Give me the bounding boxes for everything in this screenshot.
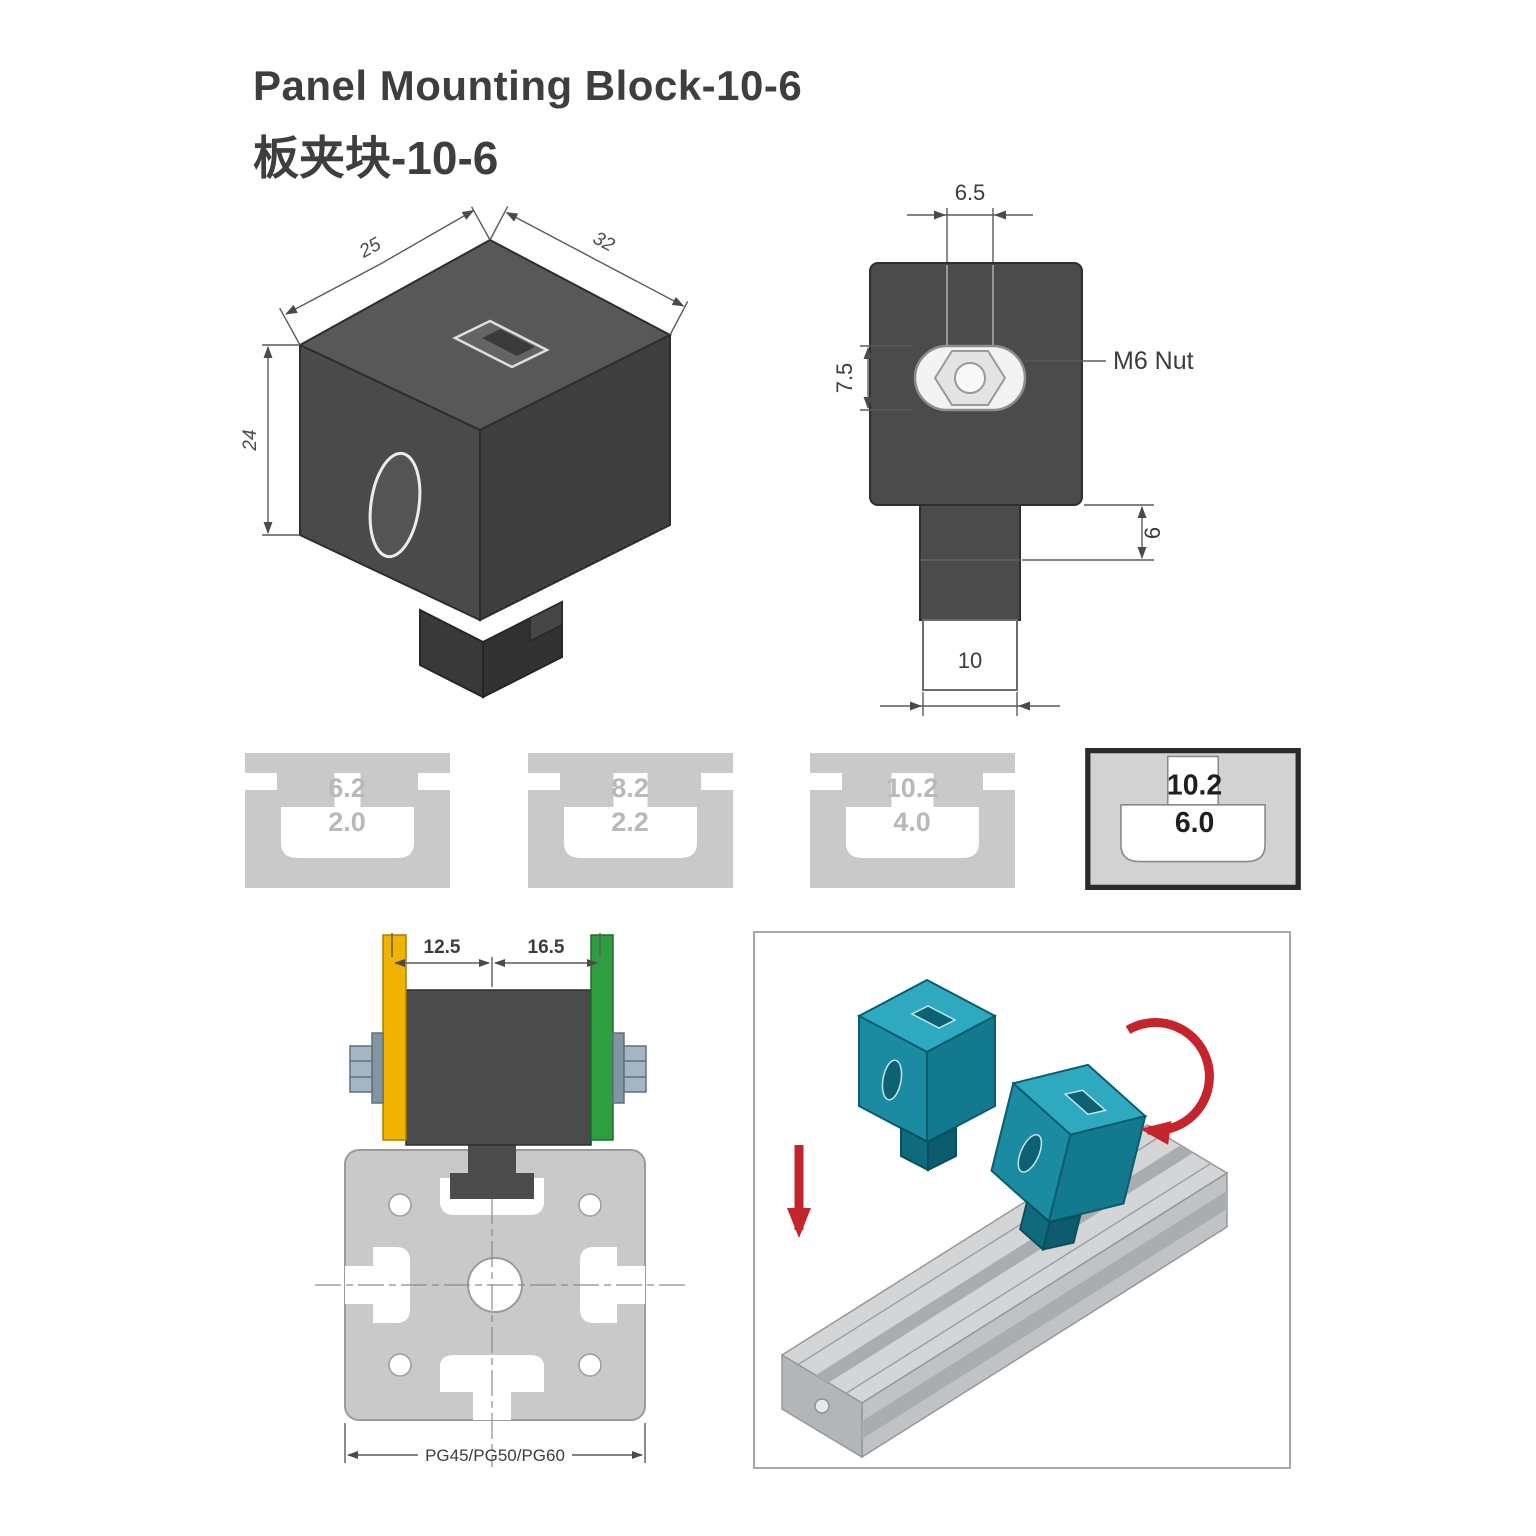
front-dim-step: 6 — [1140, 527, 1165, 539]
section-view: 12.5 16.5 PG45/PG50/PG60 — [315, 933, 685, 1467]
slot-size-tile-1: 6.2 2.0 — [245, 753, 450, 893]
section-dimension-lines — [344, 933, 646, 1463]
m6-nut — [913, 344, 1027, 412]
centerlines — [315, 1155, 685, 1467]
tongue-section — [922, 619, 1018, 691]
page-title: Panel Mounting Block-10-6 — [253, 62, 803, 109]
tile-slot-opening — [1166, 755, 1220, 806]
fastener-right — [612, 1032, 647, 1104]
tile-slot-opening — [891, 773, 934, 809]
front-dim-nut-height: 7.5 — [832, 363, 857, 394]
tenon-left-face — [419, 608, 484, 699]
fastener-left — [349, 1032, 384, 1104]
tile-slot-cavity — [846, 807, 979, 858]
block-tenon-section — [450, 1145, 534, 1199]
tile-notch-right — [418, 773, 450, 790]
tile-slot-cavity — [564, 807, 697, 858]
tile-slot-depth-label: 2.2 — [611, 807, 649, 837]
front-dimension-lines — [860, 208, 1154, 716]
tile-slot-opening — [334, 773, 361, 809]
panel-yellow — [382, 934, 407, 1141]
block-body-section — [405, 989, 592, 1146]
tile-slot-cavity — [281, 807, 414, 858]
profile-series-label: PG45/PG50/PG60 — [425, 1446, 565, 1465]
isometric-view: 25 32 24 — [240, 206, 689, 699]
iso-dim-depth-label: 32 — [589, 228, 618, 257]
block-stem-front — [919, 504, 1021, 621]
tile-notch-right — [983, 773, 1015, 790]
rotate-arrow — [1125, 1018, 1214, 1145]
tile-slot-depth-label: 6.0 — [1175, 807, 1214, 839]
slot-size-tile-2: 8.2 2.2 — [528, 753, 733, 893]
nut-label: M6 Nut — [1113, 347, 1194, 375]
tile-slot-width-label: 8.2 — [611, 773, 649, 803]
tenon-step — [529, 600, 563, 643]
side-slot-opening — [368, 451, 422, 559]
tile-notch-right — [701, 773, 733, 790]
iso-dim-width-label: 25 — [355, 234, 385, 263]
slot-size-tile-4-selected: 10.2 6.0 — [1085, 748, 1301, 895]
installation-illustration — [753, 931, 1291, 1469]
front-view: 6.5 7.5 M6 Nut 6 10 — [832, 180, 1194, 716]
tile-slot-cavity — [1120, 804, 1266, 863]
section-dim-right: 16.5 — [528, 937, 565, 958]
tile-slot-depth-label: 2.0 — [328, 807, 366, 837]
front-dim-tongue-width: 10 — [958, 648, 982, 673]
section-dim-left: 12.5 — [424, 937, 461, 958]
slot-size-tile-3: 10.2 4.0 — [810, 753, 1015, 893]
tile-notch-left — [810, 773, 842, 790]
tile-slot-width-label: 10.2 — [1167, 769, 1222, 801]
block-right-face — [479, 333, 671, 622]
top-slot-hole — [482, 329, 535, 356]
front-dim-slot-width: 6.5 — [955, 180, 986, 205]
page-title-chinese: 板夹块-10-6 — [253, 132, 499, 184]
tile-notch-left — [245, 773, 277, 790]
tile-slot-width-label: 10.2 — [886, 773, 939, 803]
panel-green — [590, 934, 614, 1141]
tile-slot-depth-label: 4.0 — [893, 807, 931, 837]
iso-dim-height-label: 24 — [240, 429, 261, 451]
profile-end-bore — [814, 1398, 830, 1414]
tile-notch-left — [528, 773, 560, 790]
block-isometric — [297, 238, 673, 699]
nut-thread-hole — [954, 362, 986, 394]
tile-slot-width-label: 6.2 — [328, 773, 366, 803]
tile-slot-opening — [613, 773, 648, 809]
iso-dimension-lines — [262, 206, 689, 536]
